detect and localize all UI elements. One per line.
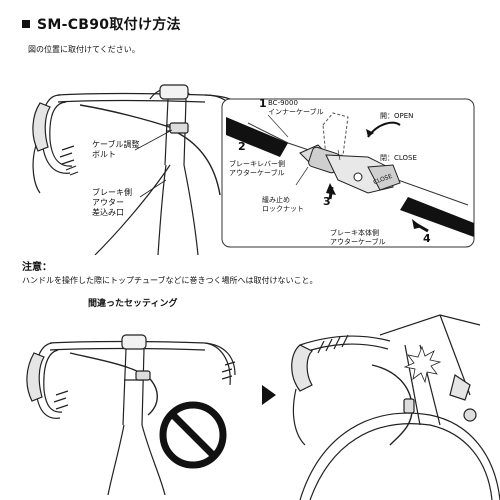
body-side-outer-cable bbox=[400, 197, 474, 237]
body-outer-line-1: ブレーキ本体側 bbox=[330, 229, 379, 237]
open-label: 開：OPEN bbox=[380, 112, 414, 120]
close-label: 閉：CLOSE bbox=[380, 154, 417, 162]
inner-cable-line-2: インナーケーブル bbox=[268, 108, 324, 116]
wrong-handlebar-bar bbox=[49, 340, 236, 376]
inner-cable-label: BC-9000 インナーケーブル bbox=[268, 99, 324, 117]
cable-adjust-bolt-label: ケーブル調整 ボルト bbox=[92, 140, 140, 160]
prohibition-icon bbox=[159, 401, 227, 469]
step-3-number: 3 bbox=[323, 195, 331, 208]
title-square-bullet bbox=[22, 20, 30, 28]
inner-cable-line-1: BC-9000 bbox=[268, 99, 298, 107]
brake-outer-insert-line-3: 差込み口 bbox=[92, 208, 124, 217]
lever-outer-line-1: ブレーキレバー側 bbox=[229, 160, 285, 168]
lock-nut-line-1: 緩み止め bbox=[262, 196, 290, 204]
warning-burst-icon bbox=[403, 345, 442, 384]
handlebar-bar bbox=[57, 92, 240, 115]
instruction-text: 図の位置に取付けてください。 bbox=[28, 45, 140, 54]
brake-outer-insert-label: ブレーキ側 アウター 差込み口 bbox=[92, 188, 132, 218]
adjuster-detail-diagram bbox=[221, 98, 475, 248]
note-title: 注意： bbox=[22, 262, 52, 273]
handlebar-diagram bbox=[32, 84, 240, 255]
next-arrow-icon bbox=[262, 385, 276, 405]
cable-adjust-bolt-line-2: ボルト bbox=[92, 150, 116, 159]
step-4-number: 4 bbox=[423, 232, 431, 245]
note-text: ハンドルを操作した際にトップチューブなどに巻きつく場所へは取付けないこと。 bbox=[22, 276, 318, 285]
lever-outer-label: ブレーキレバー側 アウターケーブル bbox=[229, 160, 285, 178]
wrong-setting-title: 間違ったセッティング bbox=[88, 299, 178, 309]
wrong-setting-bike-view bbox=[291, 314, 500, 500]
brake-outer-insert-line-2: アウター bbox=[92, 198, 124, 207]
cable-adjust-bolt-line-1: ケーブル調整 bbox=[92, 140, 140, 149]
title-text: SM-CB90取付け方法 bbox=[37, 17, 181, 33]
lock-nut-label: 緩み止め ロックナット bbox=[262, 196, 304, 214]
lever-outer-line-2: アウターケーブル bbox=[229, 169, 285, 177]
body-outer-label: ブレーキ本体側 アウターケーブル bbox=[330, 229, 386, 247]
brake-outer-insert-line-1: ブレーキ側 bbox=[92, 188, 132, 197]
body-outer-line-2: アウターケーブル bbox=[330, 238, 386, 246]
lock-nut-line-2: ロックナット bbox=[262, 205, 304, 213]
page-title: SM-CB90取付け方法 bbox=[22, 14, 181, 34]
step-1-number: 1 bbox=[259, 97, 267, 110]
step-2-number: 2 bbox=[238, 140, 246, 153]
wrong-setting-diagram bbox=[26, 314, 500, 500]
